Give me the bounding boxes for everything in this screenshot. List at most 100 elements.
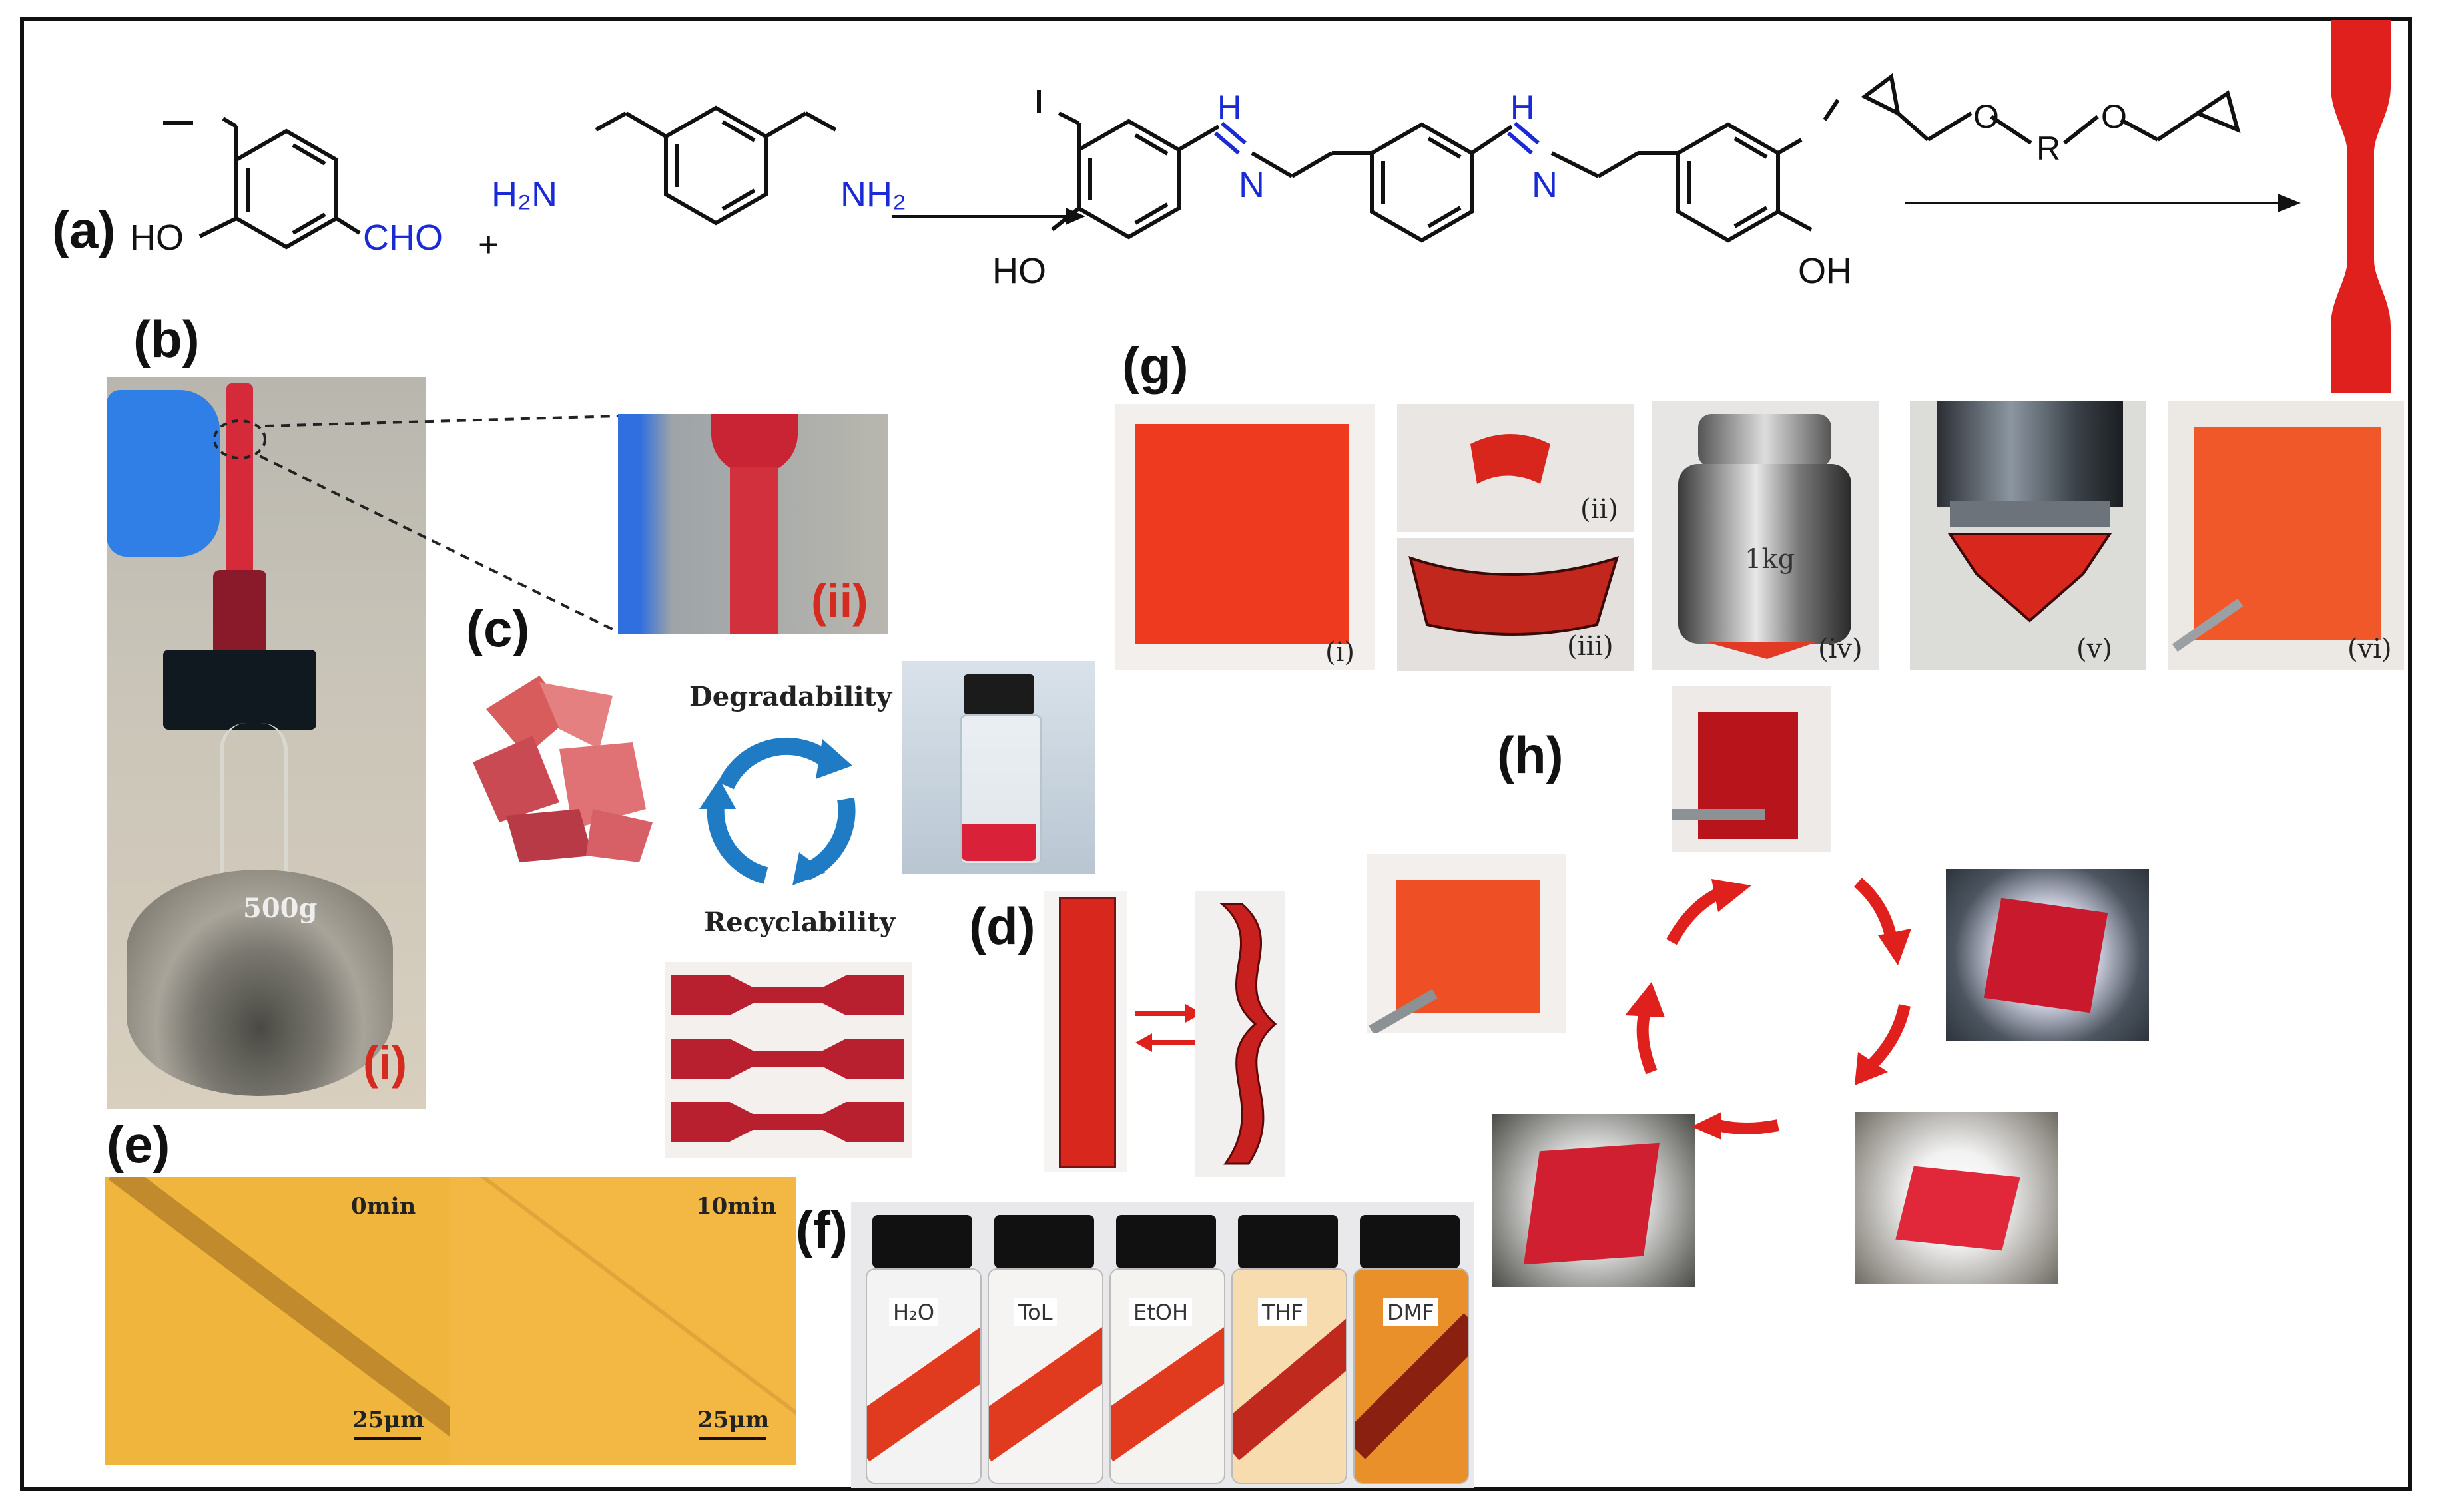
cycle-arrows-blue [699,737,856,885]
g-photo-v: (v) [1910,401,2146,670]
scale-bar-right [699,1437,766,1440]
g-iii-curved-film [1408,555,1619,636]
strip-straight-photo [1044,891,1127,1172]
h-photo-bottom-left [1492,1114,1695,1287]
vial-1-cap [872,1215,972,1268]
panel-label-f: (f) [796,1200,848,1259]
h-cycle-arrows [1625,878,1911,1140]
h-left-film [1396,880,1540,1013]
kg-weight-top [1698,414,1831,467]
vial-1-label: H₂O [889,1298,939,1326]
optical-micrograph-0min: 0min 25μm [105,1177,451,1465]
kg-weight-body [1678,464,1851,644]
h-photo-top [1672,686,1831,852]
panel-label-c: (c) [466,599,530,658]
dogbone-2 [671,1039,904,1079]
panel-label-e: (e) [107,1115,170,1174]
h-top-tweezer [1672,809,1765,820]
vanillin-cho-text: CHO [363,218,443,258]
vial-5-label: DMF [1383,1298,1438,1326]
zoom-specimen [711,414,798,474]
imine-h-right: H [1510,89,1534,126]
recyclability-label: Recyclability [704,907,896,938]
zoom-specimen-neck [730,467,778,634]
optical-micrograph-10min: 10min 25μm [450,1177,796,1465]
g-photo-iii: (iii) [1397,538,1634,671]
epoxy-o1-text: O [1973,98,1999,135]
reaction-scheme: HO CHO + H₂N NH₂ H N H N HO OH O R O [130,73,2301,291]
vial-3: EtOH [1109,1215,1225,1484]
vial-5-cap [1360,1215,1460,1268]
g-sublabel-v: (v) [2076,634,2112,664]
g-sublabel-iv: (iv) [1818,634,1863,664]
weight-label-500g: 500g [243,893,318,924]
g-sublabel-ii: (ii) [1580,494,1618,525]
panel-label-b: (b) [133,310,200,368]
vial-1-film [867,1324,980,1462]
twisted-strip-shape [1219,903,1277,1165]
time-label-0min: 0min [351,1193,416,1220]
vial-4: THF [1231,1215,1347,1484]
g-sublabel-iii: (iii) [1567,631,1614,662]
binder-clip [163,650,316,730]
kg-weight-label: 1kg [1745,544,1795,575]
g-v-pressed-film [1947,533,2112,623]
g-vi-film [2194,427,2381,640]
product-ho-text: HO [992,251,1046,291]
blue-glove [107,390,220,557]
time-label-10min: 10min [696,1193,776,1220]
dogbone-specimen [2331,20,2391,393]
plus-sign: + [478,224,499,264]
panel-label-h: (h) [1497,726,1564,784]
h-top-film [1698,712,1798,839]
product-oh-text: OH [1798,251,1852,291]
vial-3-film [1111,1324,1224,1462]
strip-twisted-photo [1195,891,1285,1177]
press-base [1950,501,2110,527]
vial-1: H₂O [866,1215,982,1484]
g-sublabel-i: (i) [1325,637,1355,668]
vial-2-label: ToL [1014,1298,1057,1326]
g-iv-flat-film [1705,642,1818,659]
h-photo-bottom-right [1855,1112,2058,1284]
fragments-shapes [473,676,653,862]
epoxy-o2-text: O [2101,98,2127,135]
imine-n-right: N [1532,165,1558,205]
panel-label-g: (g) [1122,336,1189,395]
vial-5-film [1355,1313,1468,1459]
vial-2-cap [994,1215,1094,1268]
h-photo-right [1946,869,2149,1041]
g-i-film [1135,424,1349,644]
weight-stack [127,870,393,1096]
h-bottom-right-film [1895,1166,2020,1251]
vial-4-label: THF [1258,1298,1308,1326]
vial-4-cap [1238,1215,1338,1268]
degradability-label: Degradability [689,681,892,712]
imine-n-left: N [1239,165,1265,205]
amine-right-text: NH₂ [840,174,906,214]
amine-left-text: H₂N [491,174,557,214]
h-photo-left [1367,854,1566,1033]
recycled-dogbones-photo [665,962,912,1158]
dogbone-3 [671,1102,904,1142]
g-photo-ii: (ii) [1397,404,1634,532]
solvent-vials-photo: H₂O ToL EtOH THF DMF [851,1202,1474,1488]
sublabel-b-ii: (ii) [811,575,868,627]
panel-label-a: (a) [52,200,116,259]
vial-solution-photo [902,661,1095,874]
vial-4-film [1233,1318,1346,1461]
vial-2: ToL [988,1215,1103,1484]
vial-5: DMF [1353,1215,1469,1484]
specimen-strip [226,383,253,597]
scale-label-left: 25μm [352,1407,425,1433]
vial-red-solution [962,824,1036,861]
scale-label-right: 25μm [697,1407,770,1433]
straight-strip [1059,897,1116,1168]
zoom-photo-ii: (ii) [618,414,888,634]
diamine-ring [664,105,768,226]
imine-h-left: H [1217,89,1241,126]
scale-bar-left [354,1437,421,1440]
g-ii-curved-film [1470,434,1550,484]
sublabel-b-i: (i) [363,1037,408,1089]
